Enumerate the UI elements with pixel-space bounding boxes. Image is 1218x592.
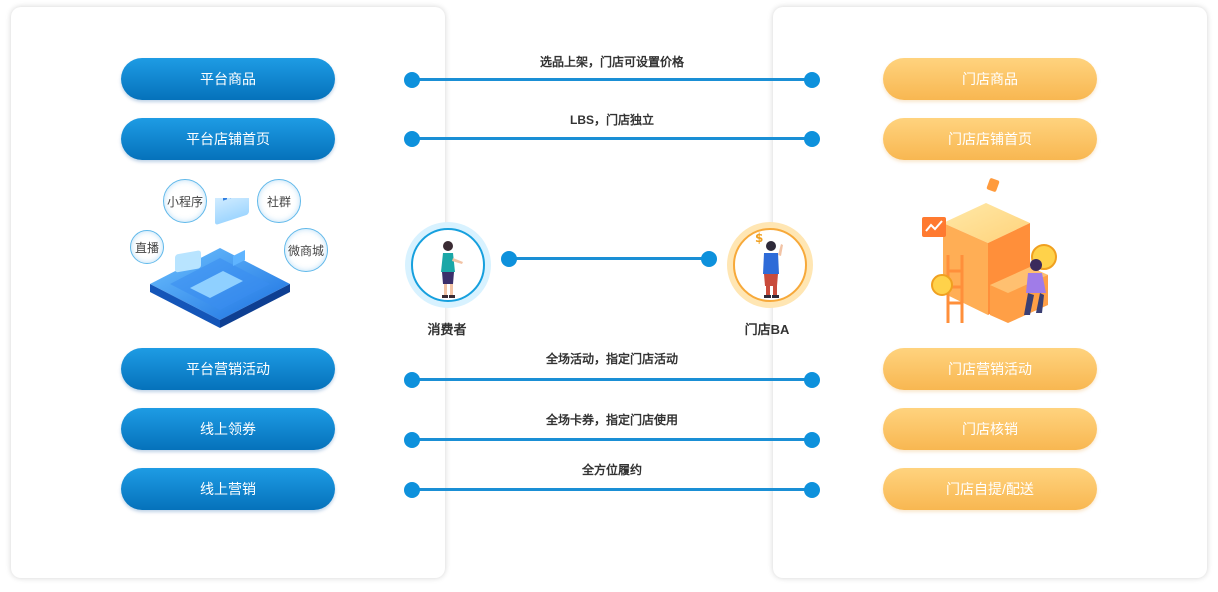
store-ba-label: 门店BA: [744, 322, 790, 337]
consumer-person-icon: [441, 241, 463, 298]
consumer-label: 消费者: [427, 322, 467, 337]
connector-dot: [804, 72, 820, 88]
connector-dot: [404, 372, 420, 388]
live-bubble: 直播: [130, 230, 164, 264]
connector-line: [404, 129, 820, 149]
connector-label: 全场卡券，指定门店使用: [545, 413, 678, 427]
connector-line: [404, 430, 820, 450]
store-pickup-delivery-button[interactable]: 门店自提/配送: [883, 468, 1097, 510]
connector-dot: [804, 131, 820, 147]
online-platform-illustration: [150, 198, 290, 328]
connector-dot: [701, 251, 717, 267]
connector-dot: [804, 432, 820, 448]
store-ba-avatar: $: [727, 222, 813, 308]
mini-program-bubble: 小程序: [163, 179, 207, 223]
store-home-button[interactable]: 门店店铺首页: [883, 118, 1097, 160]
connector-dot: [804, 372, 820, 388]
connector-dot: [404, 482, 420, 498]
connector-line: [404, 70, 820, 90]
store-verification-button[interactable]: 门店核销: [883, 408, 1097, 450]
svg-text:$: $: [755, 231, 763, 245]
connector-line: [404, 480, 820, 500]
micro-mall-bubble: 微商城: [284, 228, 328, 272]
connector-label: 选品上架，门店可设置价格: [539, 55, 684, 69]
connector-label: 全方位履约: [581, 463, 642, 477]
connector-dot: [404, 131, 420, 147]
connector-line: [404, 370, 820, 390]
connector-dot: [404, 432, 420, 448]
store-product-button[interactable]: 门店商品: [883, 58, 1097, 100]
platform-marketing-button[interactable]: 平台营销活动: [121, 348, 335, 390]
store-marketing-button[interactable]: 门店营销活动: [883, 348, 1097, 390]
platform-product-button[interactable]: 平台商品: [121, 58, 335, 100]
store-ba-person-icon: $: [755, 231, 783, 298]
connector-label: LBS，门店独立: [569, 113, 654, 127]
connector-dot: [804, 482, 820, 498]
online-marketing-button[interactable]: 线上营销: [121, 468, 335, 510]
community-bubble: 社群: [257, 179, 301, 223]
connector-dot: [501, 251, 517, 267]
online-coupon-button[interactable]: 线上领券: [121, 408, 335, 450]
connector-dot: [404, 72, 420, 88]
consumer-avatar: [405, 222, 491, 308]
platform-store-home-button[interactable]: 平台店铺首页: [121, 118, 335, 160]
offline-store-illustration: [922, 178, 1057, 323]
consumer-ba-connector: [501, 251, 717, 267]
connector-label: 全场活动，指定门店活动: [545, 352, 678, 366]
